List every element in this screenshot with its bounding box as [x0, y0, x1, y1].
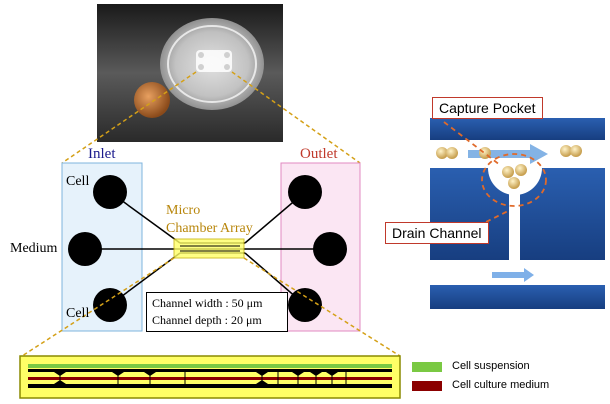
- device-photo: [97, 4, 283, 142]
- zoomed-chamber-strip: [19, 355, 401, 399]
- inlet-port-cell-bottom: [93, 288, 127, 322]
- legend-label-cell-suspension: Cell suspension: [452, 360, 530, 372]
- medium-label: Medium: [10, 241, 58, 256]
- drain-arrow-icon: [492, 268, 534, 282]
- legend-label-culture-medium: Cell culture medium: [452, 379, 550, 391]
- drain-channel-label: Drain Channel: [385, 222, 489, 244]
- inlet-title: Inlet: [88, 146, 116, 162]
- channel-depth-text: Channel depth : 20 μm: [152, 313, 262, 327]
- capture-highlight-ring: [481, 153, 547, 207]
- channel-spec-box: Channel width : 50 μm Channel depth : 20…: [146, 292, 288, 332]
- capture-pocket-illustration: [430, 118, 605, 309]
- micro-chamber-label-1: Micro: [166, 203, 201, 218]
- micro-chamber-label-2: Chamber Array: [166, 221, 253, 236]
- channel-width-text: Channel width : 50 μm: [152, 296, 263, 310]
- outlet-port-bottom: [288, 288, 322, 322]
- micro-chamber-highlight: [173, 238, 245, 259]
- legend-swatch-cell-suspension: [412, 362, 442, 372]
- penny-icon: [134, 82, 170, 118]
- outlet-title: Outlet: [300, 146, 338, 162]
- inlet-port-medium: [68, 232, 102, 266]
- inlet-port-cell-top: [93, 175, 127, 209]
- zoom-guide-lines: [21, 257, 401, 357]
- outlet-port-top: [288, 175, 322, 209]
- ports: [68, 175, 347, 322]
- cell-bottom-label: Cell: [66, 306, 90, 321]
- capture-pocket-label: Capture Pocket: [432, 97, 543, 119]
- cell-top-label: Cell: [66, 174, 90, 189]
- outlet-port-middle: [313, 232, 347, 266]
- legend-swatch-culture-medium: [412, 381, 442, 391]
- photo-guide-lines: [61, 71, 361, 164]
